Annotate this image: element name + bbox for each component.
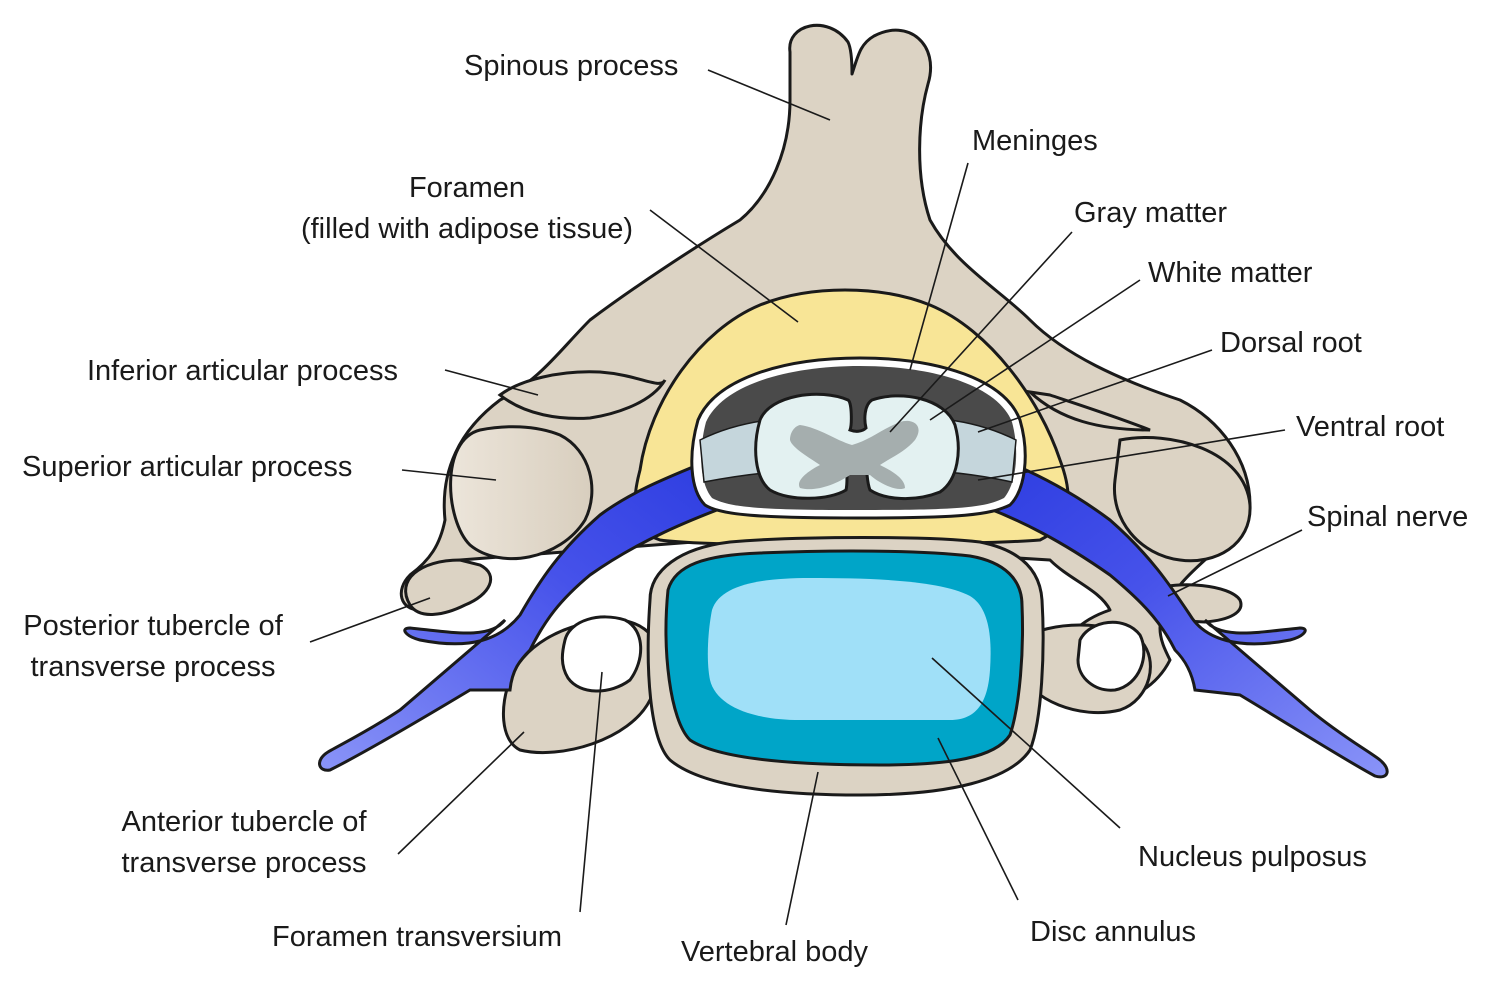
label-anterior-tubercle-line2: transverse process (121, 847, 367, 879)
label-spinal-nerve: Spinal nerve (1307, 501, 1469, 533)
label-foramen-line1: Foramen (408, 172, 526, 204)
label-inferior-articular-process: Inferior articular process (87, 355, 399, 387)
label-superior-articular-process: Superior articular process (22, 451, 353, 483)
label-meninges: Meninges (972, 125, 1098, 157)
label-anterior-tubercle: Anterior tubercle of transverse process (96, 802, 392, 884)
label-foramen-line2: (filled with adipose tissue) (300, 213, 634, 245)
label-foramen-transversium: Foramen transversium (272, 921, 563, 953)
label-foramen: Foramen (filled with adipose tissue) (278, 168, 656, 250)
leader-lines (309, 69, 1303, 926)
spinal-nerve-right (978, 452, 1389, 779)
inferior-articular-process (497, 370, 667, 420)
label-posterior-tubercle-line1: Posterior tubercle of (23, 610, 283, 642)
label-gray-matter: Gray matter (1074, 197, 1228, 229)
foramen-transversium-left (560, 615, 643, 693)
posterior-tubercle-left (404, 558, 493, 616)
spinal-nerve-left (318, 452, 732, 772)
label-dorsal-root: Dorsal root (1220, 327, 1362, 359)
label-disc-annulus: Disc annulus (1030, 916, 1197, 948)
label-posterior-tubercle: Posterior tubercle of transverse process (4, 606, 302, 688)
label-white-matter: White matter (1148, 257, 1313, 289)
label-vertebral-body: Vertebral body (681, 936, 869, 968)
foramen-transversium-right (1076, 620, 1146, 692)
label-nucleus-pulposus: Nucleus pulposus (1138, 841, 1367, 873)
label-posterior-tubercle-line2: transverse process (30, 651, 276, 683)
label-spinous-process: Spinous process (464, 50, 679, 82)
gray-matter (790, 420, 919, 490)
superior-articular-process (449, 425, 594, 561)
inferior-articular-process-right (1025, 389, 1151, 432)
nucleus-pulposus (707, 578, 991, 720)
label-anterior-tubercle-line1: Anterior tubercle of (121, 806, 367, 838)
label-ventral-root: Ventral root (1296, 411, 1445, 443)
